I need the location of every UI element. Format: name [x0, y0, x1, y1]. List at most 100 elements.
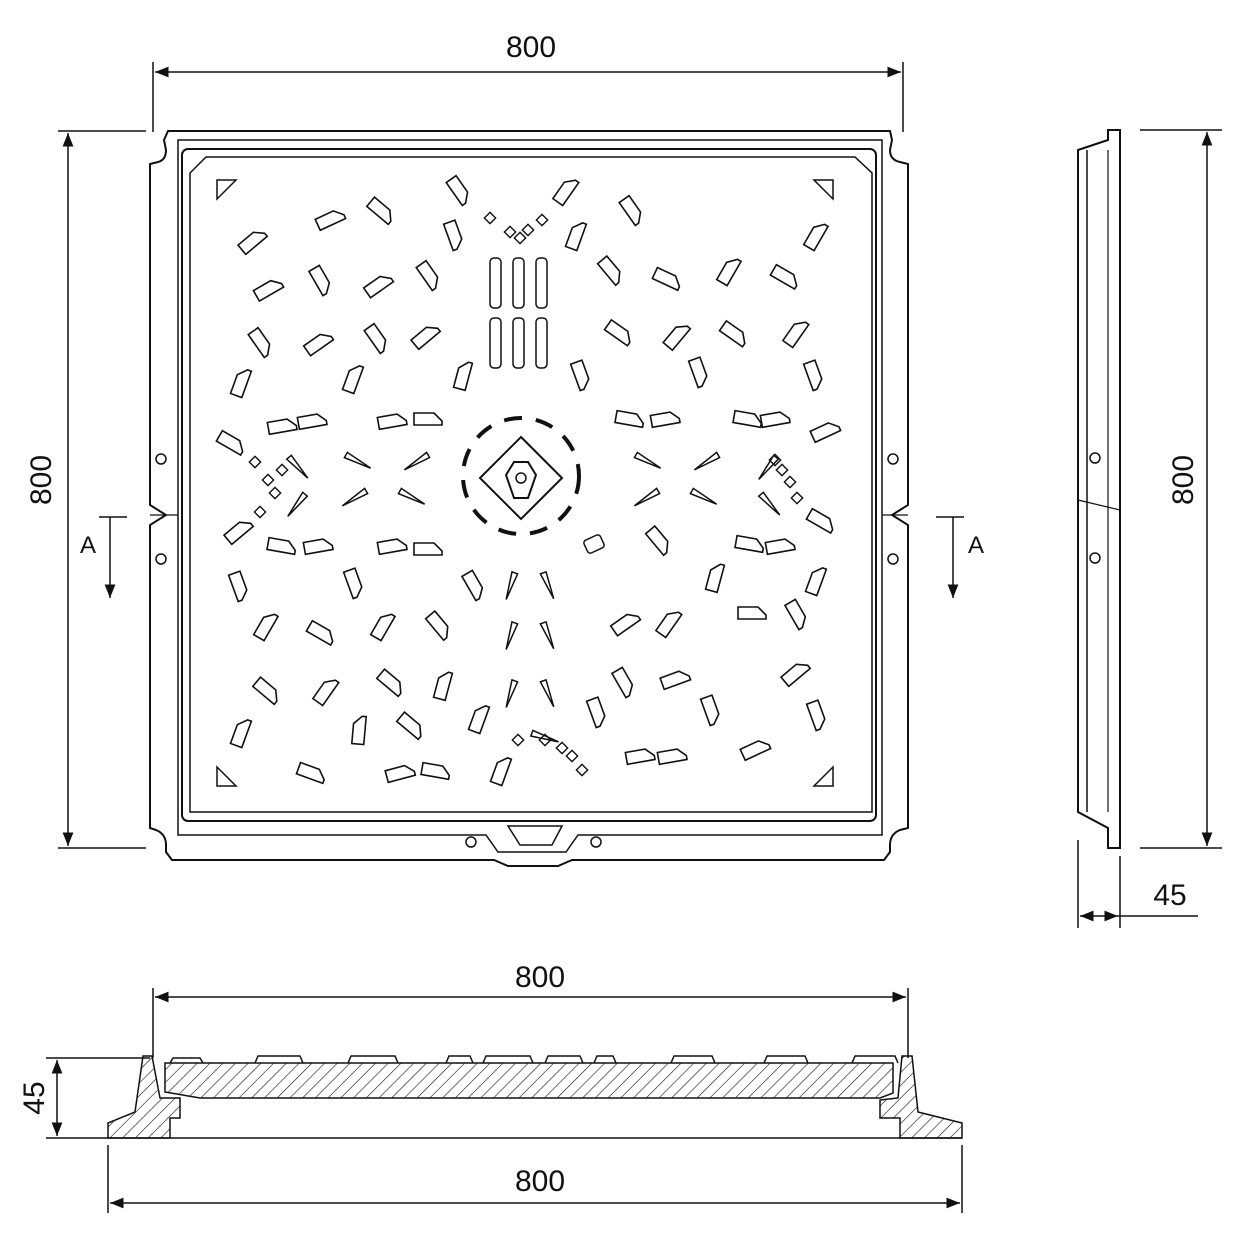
tread-mark — [783, 598, 807, 631]
section-cover — [164, 1062, 894, 1099]
tread-dot — [275, 463, 289, 477]
tread-mark — [236, 231, 269, 256]
tread-wedge — [529, 729, 559, 743]
tread-mark — [609, 613, 642, 637]
tread-mark — [779, 663, 812, 688]
vent-slots — [489, 257, 548, 369]
tread-wedge — [757, 491, 781, 516]
tread-wedge — [633, 451, 662, 469]
tread-mark — [229, 719, 253, 749]
section-view: 800 45 800 — [18, 961, 963, 1213]
tread-mark — [805, 507, 834, 535]
tread-dot — [268, 486, 282, 500]
frame-hole — [155, 453, 167, 465]
tread-mark — [415, 259, 439, 292]
tread-dot — [503, 225, 517, 239]
lifting-notch — [506, 825, 564, 846]
tread-mark — [651, 266, 681, 292]
tread-mark — [376, 413, 408, 431]
tread-mark — [424, 609, 449, 642]
tread-mark — [662, 325, 692, 352]
tread-mark — [585, 696, 606, 729]
tread-mark — [266, 418, 298, 436]
tread-mark — [432, 671, 454, 702]
tread-mark — [739, 740, 772, 762]
tread-dot — [790, 491, 804, 505]
tread-mark — [569, 359, 590, 392]
tread-mark — [222, 521, 255, 546]
tread-mark — [659, 670, 692, 691]
plan-frame-outer — [149, 130, 909, 867]
tread-wedge — [633, 487, 661, 507]
tread-mark — [227, 570, 248, 603]
tread-mark — [369, 613, 397, 642]
tread-mark — [251, 676, 278, 706]
tread-mark — [452, 361, 474, 392]
tread-mark — [413, 542, 443, 556]
tread-wedge — [285, 454, 309, 479]
corner-mark — [812, 179, 834, 201]
tread-dot — [261, 473, 275, 487]
tread-mark — [460, 569, 484, 602]
side-view: 800 45 — [1077, 129, 1222, 928]
frame-hole — [887, 453, 899, 465]
tread-mark — [781, 321, 810, 349]
tread-mark — [467, 705, 491, 735]
tread-mark — [610, 666, 634, 699]
tread-dot — [775, 463, 789, 477]
tread-wedge — [505, 620, 519, 650]
side-depth-dimension: 45 — [1077, 840, 1198, 928]
tread-mark — [445, 174, 469, 207]
tread-mark — [365, 196, 392, 226]
tread-mark — [596, 254, 621, 287]
tread-mark — [375, 668, 402, 698]
tread-wedge — [539, 570, 555, 600]
plan-height-label: 800 — [25, 455, 58, 505]
plan-cover-inner — [189, 156, 873, 813]
frame-hole — [155, 553, 167, 565]
tread-mark — [266, 536, 297, 556]
tread-mark — [551, 179, 580, 207]
corner-mark — [216, 179, 238, 201]
tread-mark — [802, 359, 823, 392]
tread-mark — [603, 318, 631, 347]
tread-mark — [305, 619, 334, 647]
tread-mark — [420, 761, 451, 781]
tread-mark — [737, 606, 767, 620]
tread-dot — [511, 733, 525, 747]
tread-mark — [311, 679, 340, 707]
plan-width-dimension: 800 — [152, 31, 904, 132]
tread-wedge — [693, 451, 721, 471]
tread-mark — [295, 761, 325, 785]
tread-mark — [764, 538, 796, 556]
section-marker-left-label: A — [80, 532, 96, 559]
tread-mark — [802, 223, 830, 252]
small-lug — [583, 534, 605, 554]
tread-mark — [805, 699, 826, 732]
section-depth-dimension: 45 — [18, 1057, 150, 1139]
tread-mark — [363, 322, 387, 355]
corner-mark — [216, 765, 238, 787]
section-marker-left: A — [80, 516, 127, 598]
frame-hole — [887, 553, 899, 565]
tread-mark — [644, 524, 669, 557]
tread-wedge — [539, 678, 555, 708]
plan-width-label: 800 — [506, 31, 556, 64]
tread-wedge — [505, 570, 519, 600]
tread-dot — [248, 455, 262, 469]
tread-mark — [362, 275, 395, 299]
plan-view: 800 800 A A — [25, 31, 984, 867]
plan-height-dimension: 800 — [25, 130, 146, 849]
tread-mark — [350, 715, 368, 746]
tread-dot — [535, 213, 549, 227]
tread-mark — [413, 412, 443, 426]
tread-mark — [342, 567, 363, 600]
tread-dot — [565, 749, 579, 763]
tread-wedge — [341, 487, 369, 507]
side-height-dimension: 800 — [1140, 129, 1222, 849]
tread-mark — [409, 326, 442, 351]
section-depth-label: 45 — [18, 1081, 51, 1114]
section-marker-right: A — [936, 516, 984, 598]
tread-mark — [809, 422, 842, 444]
tread-mark — [704, 563, 726, 594]
